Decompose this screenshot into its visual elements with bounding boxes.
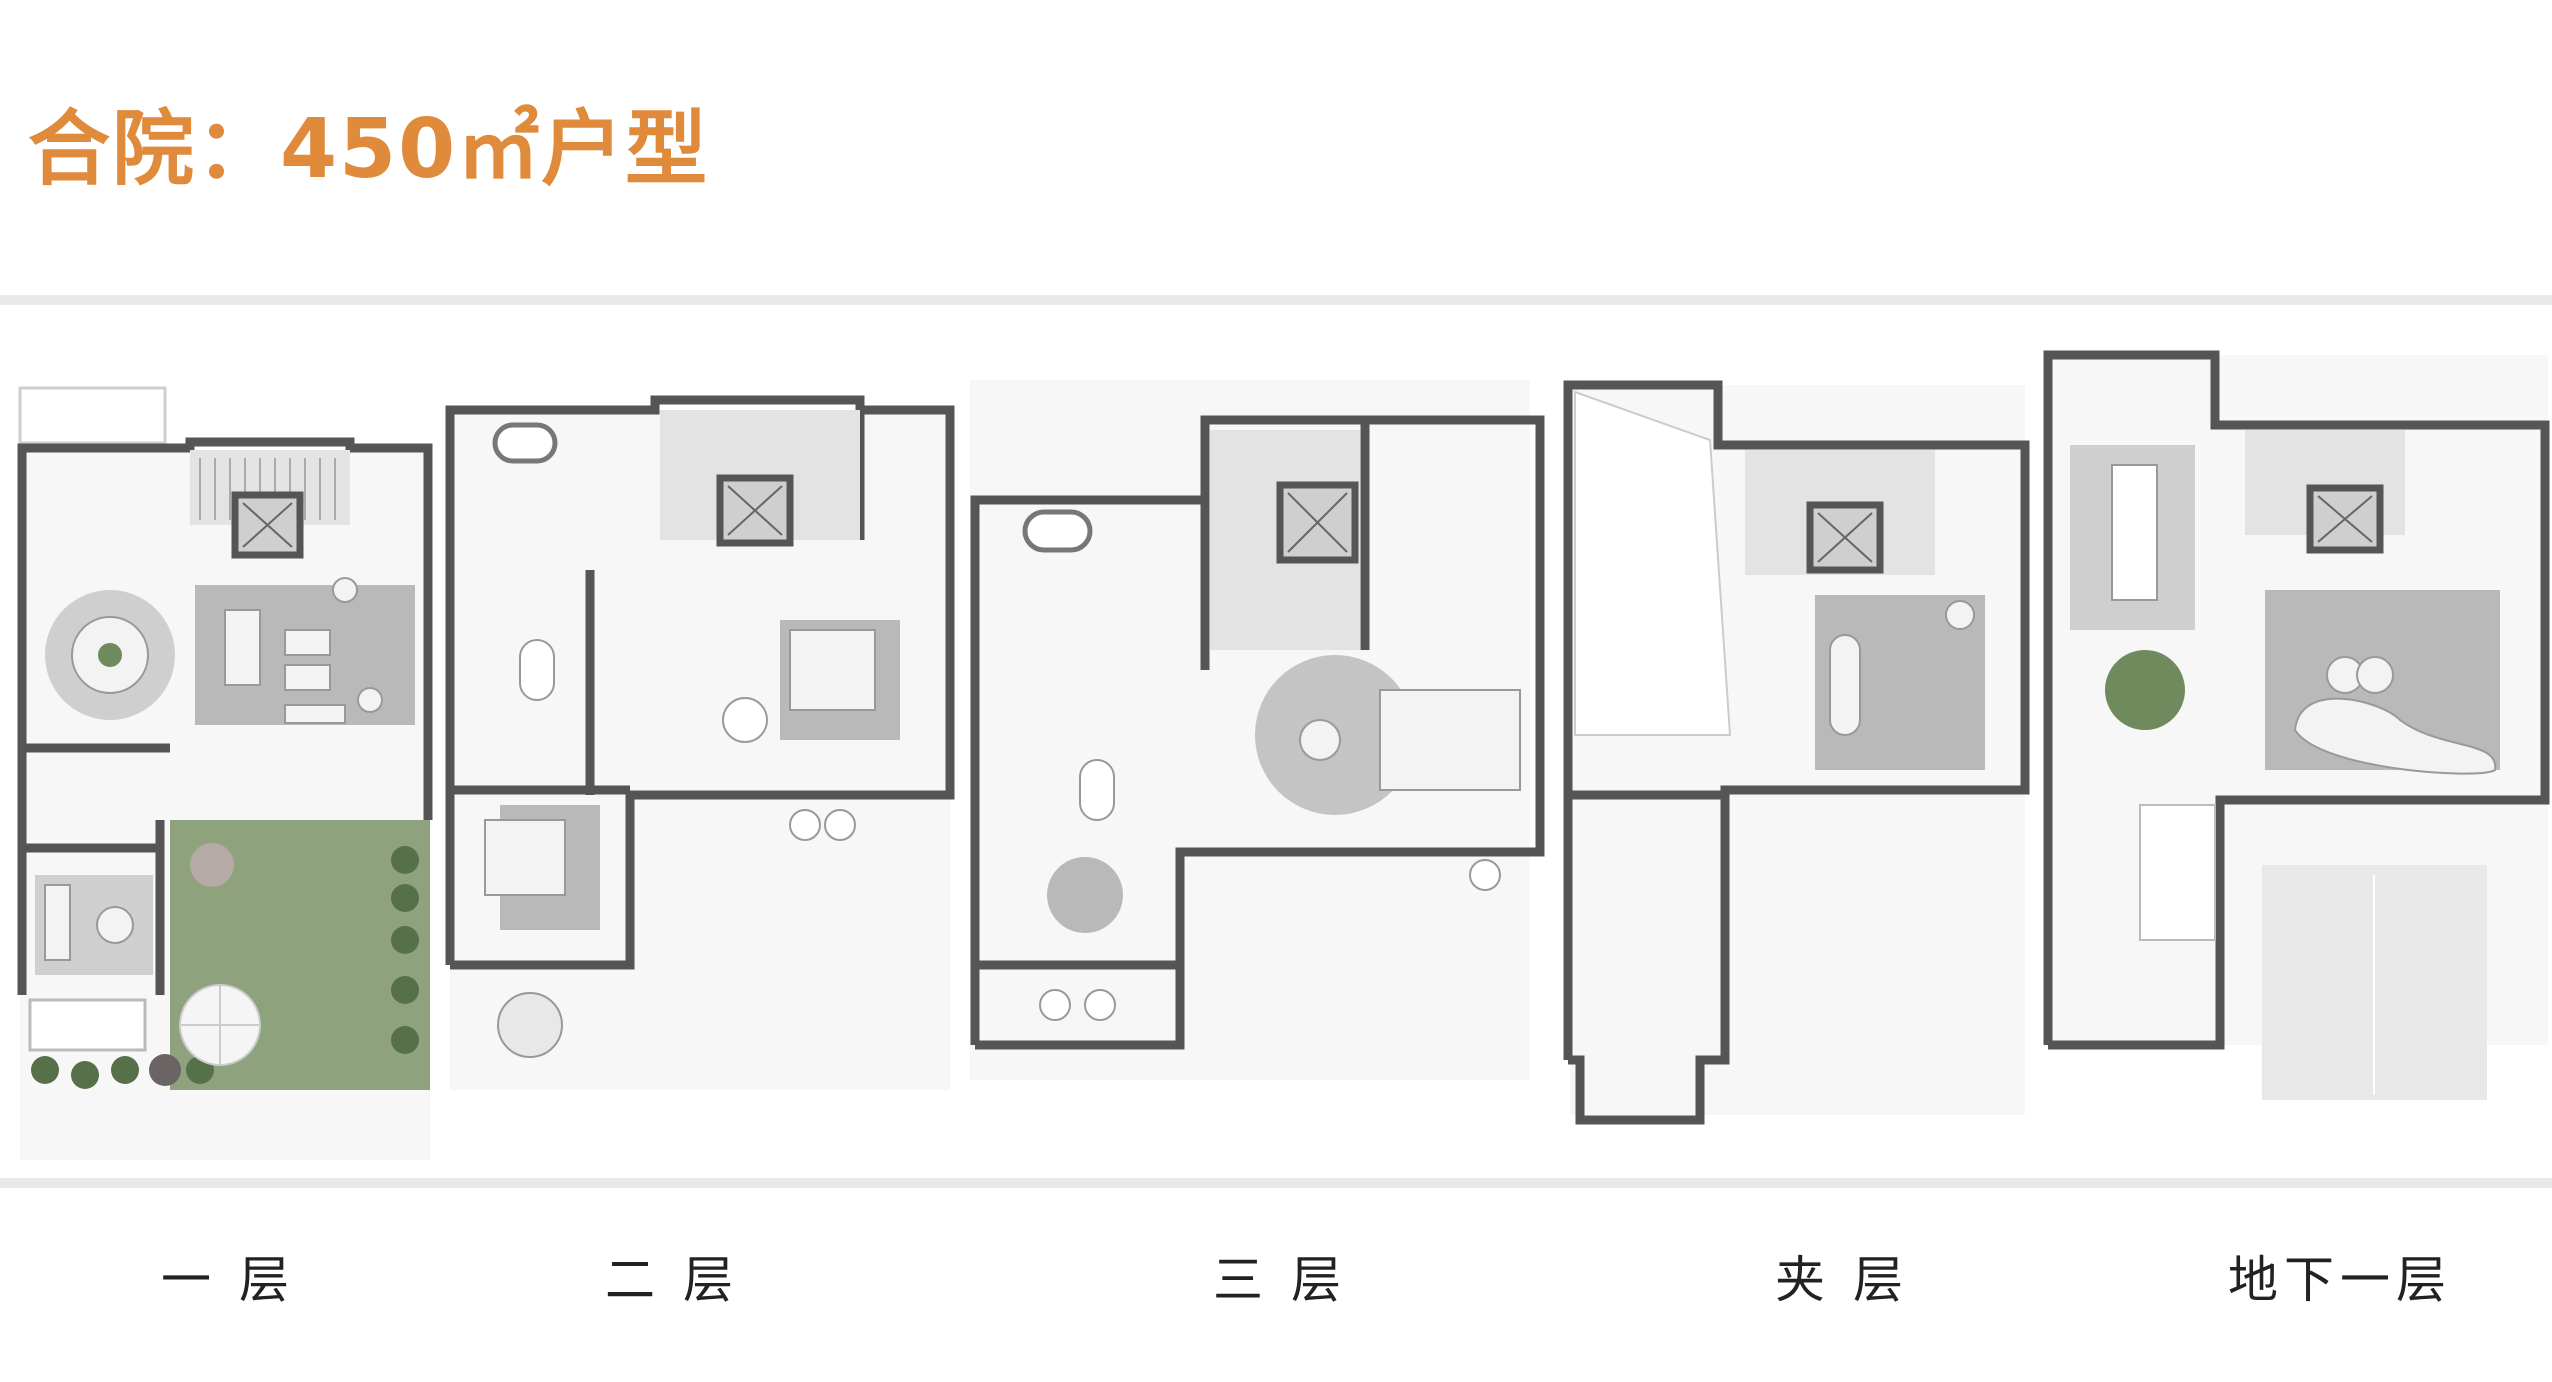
plan-floor-3 xyxy=(970,380,1545,1080)
bottom-divider xyxy=(0,1178,2552,1188)
bed-icon xyxy=(1379,689,1521,791)
bathtub-icon xyxy=(492,422,558,464)
page-title: 合院：450㎡户型 xyxy=(28,102,710,197)
floor-plans-drawing xyxy=(17,350,2550,1160)
mezzanine-void xyxy=(1574,390,1732,736)
sofa-icon xyxy=(2293,697,2497,775)
sofa-icon xyxy=(224,609,261,686)
top-divider xyxy=(0,295,2552,305)
floor-1-pool xyxy=(28,998,147,1052)
bed-icon xyxy=(789,629,876,711)
bed-icon xyxy=(484,819,566,896)
mezzanine-outer-wall xyxy=(1563,380,2030,1125)
tree-icon xyxy=(31,843,419,1089)
floor-label-3: 三 层 xyxy=(1213,1251,1347,1309)
floor-3-outer-wall xyxy=(970,415,1545,1050)
stair-icon xyxy=(199,458,336,520)
plan-floor-2 xyxy=(445,395,955,1090)
sofa-icon xyxy=(1829,634,1861,736)
floor-label-basement: 地下一层 xyxy=(2228,1251,2452,1309)
floor-1-outer-wall xyxy=(17,437,433,995)
floor-label-2: 二 层 xyxy=(605,1251,739,1309)
floor-label-mezzanine: 夹 层 xyxy=(1775,1251,1909,1309)
plan-basement xyxy=(2043,350,2550,1100)
plan-floor-1 xyxy=(17,386,433,1160)
plan-mezzanine xyxy=(1563,380,2030,1125)
floor-1-top-patio xyxy=(18,386,167,445)
bathtub-icon xyxy=(1022,509,1093,553)
basement-outer-wall xyxy=(2043,350,2550,1050)
floor-label-1: 一 层 xyxy=(161,1251,295,1309)
tree-icon xyxy=(2105,650,2185,730)
